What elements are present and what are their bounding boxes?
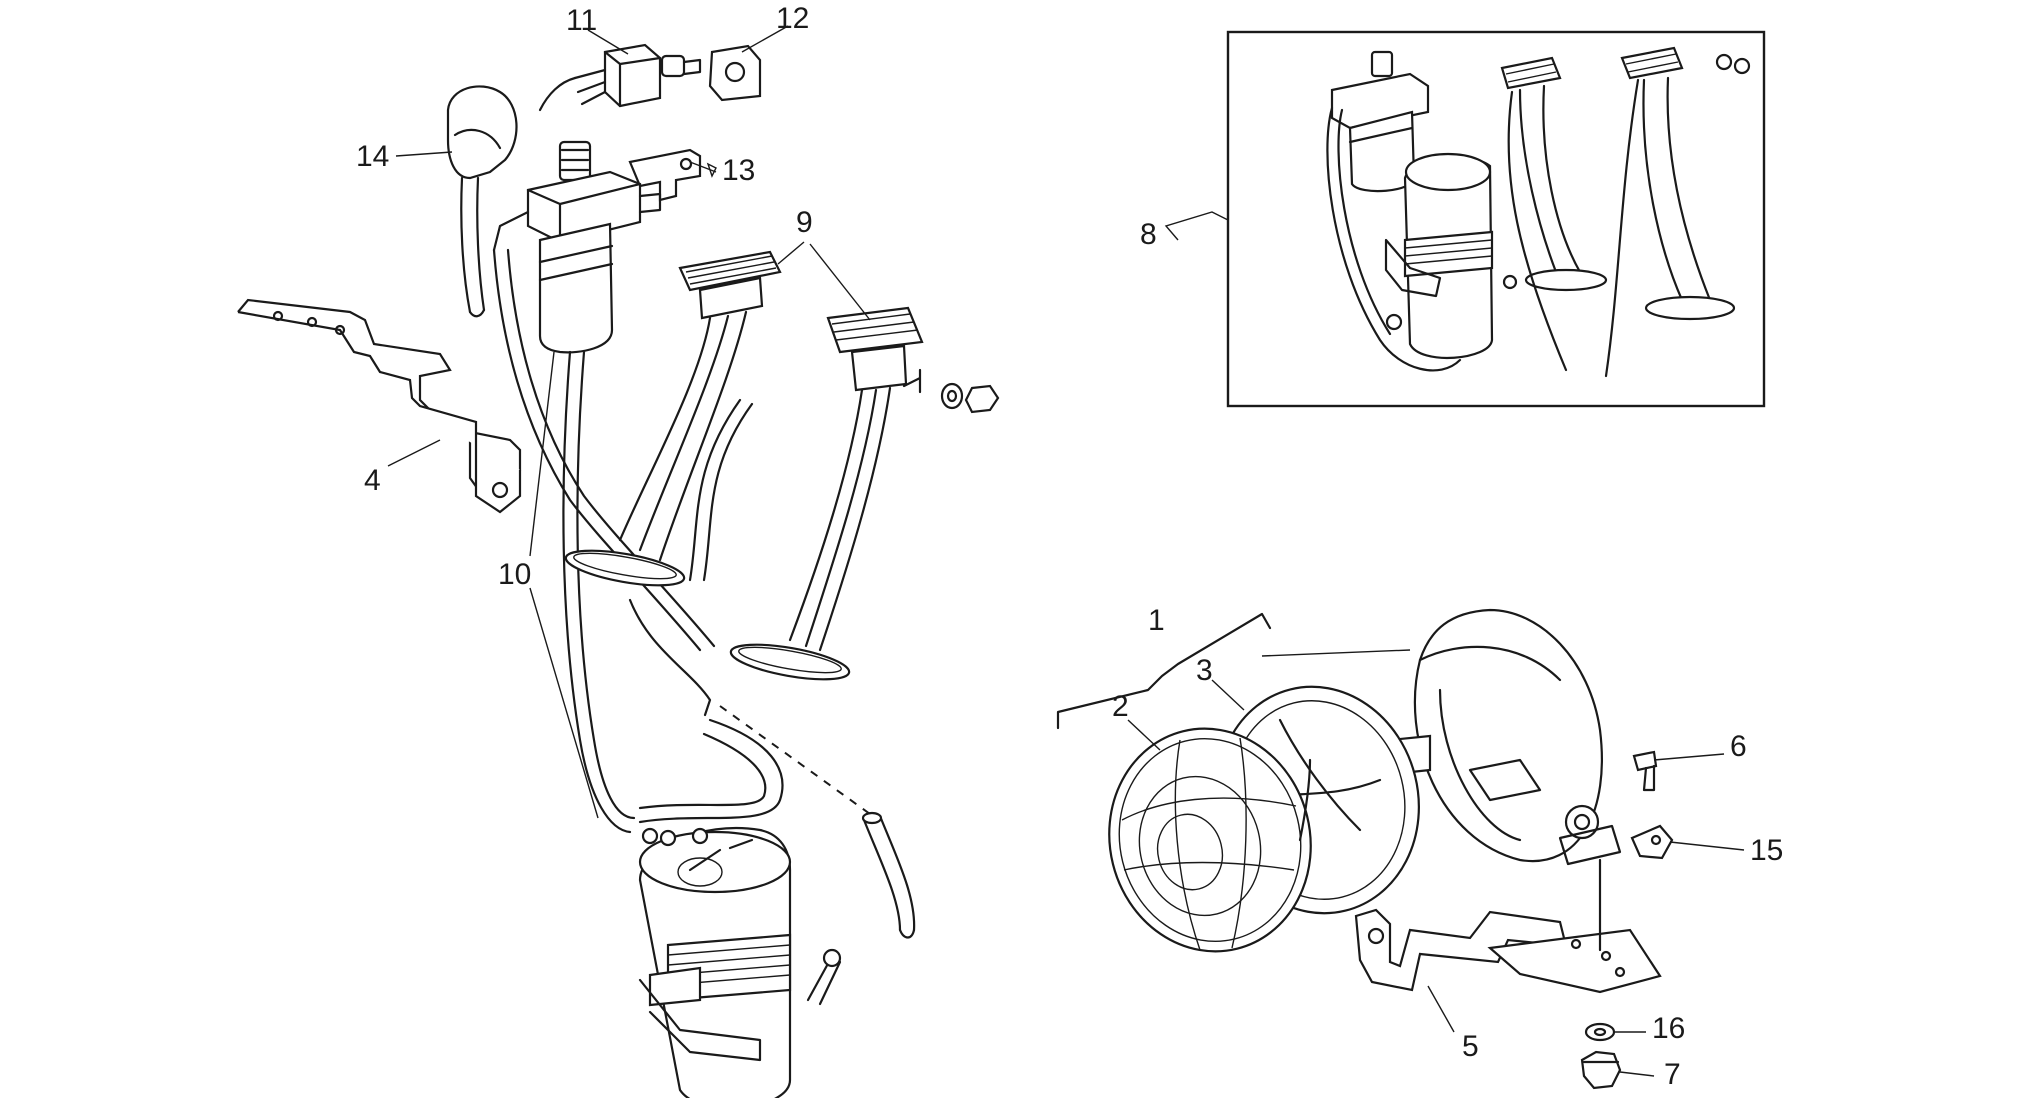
connector-cap [446, 85, 518, 318]
label-15: 15 [1750, 834, 1783, 867]
mounting-bracket [628, 148, 702, 202]
label-10: 10 [498, 558, 531, 591]
label-4: 4 [364, 464, 381, 497]
key-plate [708, 44, 762, 102]
headlamp-lens [1108, 727, 1312, 953]
washer-nut [940, 382, 1000, 414]
clip [1630, 824, 1674, 860]
inset-box [1226, 30, 1766, 408]
label-11: 11 [566, 4, 597, 37]
compressor-pump [492, 140, 662, 354]
leader-lines [387, 25, 1745, 1077]
label-6: 6 [1730, 730, 1747, 763]
air-horn-left [564, 250, 782, 587]
label-3: 3 [1196, 654, 1213, 687]
screw [1632, 750, 1658, 792]
label-9: 9 [796, 206, 813, 239]
label-14: 14 [356, 140, 389, 173]
guide-line [719, 705, 871, 815]
headlamp-shell [1388, 608, 1622, 866]
bracket-left [237, 298, 522, 514]
group-bracket-1 [1056, 612, 1272, 730]
label-5: 5 [1462, 1030, 1479, 1063]
label-2: 2 [1112, 690, 1129, 723]
washer [1584, 1022, 1616, 1042]
label-8: 8 [1140, 218, 1157, 251]
hose-piece [861, 811, 916, 939]
part-labels: 11 12 14 13 9 8 4 10 1 3 2 6 15 5 16 7 [356, 2, 1783, 1091]
label-16: 16 [1652, 1012, 1685, 1045]
label-12: 12 [776, 2, 809, 35]
bracket-right [1354, 908, 1662, 994]
compressor-lower [638, 826, 842, 1098]
switch [538, 43, 702, 112]
nut [1580, 1050, 1622, 1090]
hoses [492, 248, 784, 834]
air-horn-right [729, 306, 924, 681]
label-13: 13 [722, 154, 755, 187]
label-1: 1 [1148, 604, 1165, 637]
label-7: 7 [1664, 1058, 1681, 1091]
